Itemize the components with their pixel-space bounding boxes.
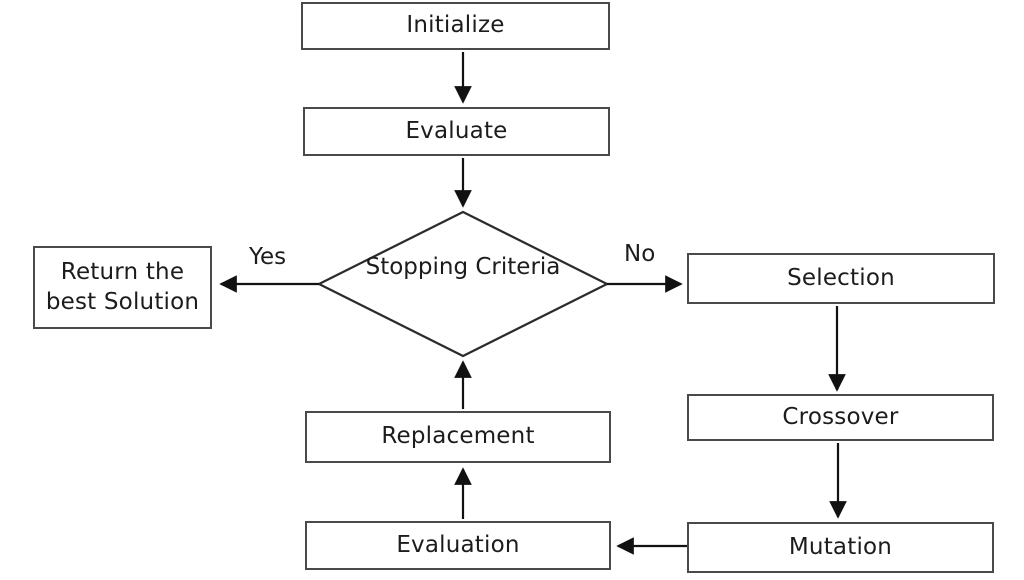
edge-label-no: No: [624, 241, 656, 267]
node-evaluation-label: Evaluation: [396, 531, 520, 558]
edge-label-yes: Yes: [249, 244, 287, 270]
node-return-best-solution-line2: best Solution: [45, 288, 200, 315]
node-stopping-criteria-line2: Criteria: [475, 254, 561, 280]
node-evaluation: Evaluation: [305, 521, 611, 570]
node-stopping-criteria-line1: Stopping: [365, 254, 469, 280]
node-stopping-criteria: Stopping Criteria: [363, 253, 563, 282]
node-mutation-label: Mutation: [788, 533, 893, 560]
node-evaluate: Evaluate: [303, 107, 610, 156]
node-initialize-label: Initialize: [406, 12, 505, 39]
node-mutation: Mutation: [687, 522, 994, 573]
node-selection-label: Selection: [787, 264, 895, 291]
node-crossover: Crossover: [687, 394, 994, 441]
node-selection: Selection: [687, 253, 995, 304]
node-crossover-label: Crossover: [782, 403, 899, 430]
node-replacement-label: Replacement: [381, 423, 535, 450]
decision-diamond-shape: [316, 210, 610, 358]
node-return-best-solution: Return the best Solution: [33, 246, 212, 329]
node-replacement: Replacement: [305, 411, 611, 463]
node-return-best-solution-line1: Return the: [60, 259, 185, 286]
node-initialize: Initialize: [301, 2, 610, 50]
node-evaluate-label: Evaluate: [405, 117, 508, 144]
